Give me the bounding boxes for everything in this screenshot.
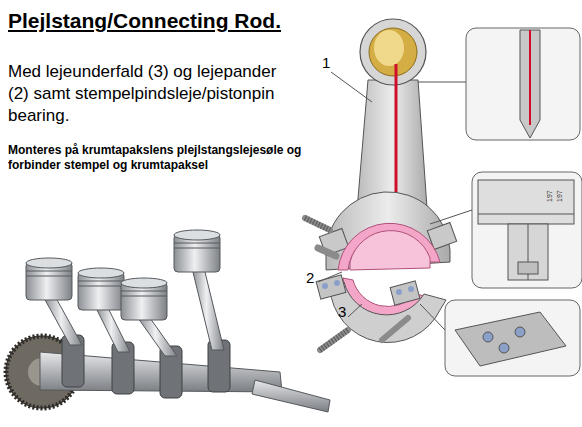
- rod-bolts: [382, 318, 408, 340]
- detail-inset: [520, 30, 540, 138]
- detail-inset: [445, 28, 582, 376]
- crankshaft-illustration: [252, 380, 330, 412]
- leader-lines: [318, 72, 472, 330]
- detail-inset: [483, 332, 493, 342]
- leader-lines: [348, 304, 362, 317]
- pistons: [26, 258, 72, 268]
- bearing-cap: [316, 275, 446, 343]
- piston-rods: [138, 318, 177, 356]
- leader-lines: [418, 82, 466, 83]
- callout-number: 1: [322, 54, 330, 72]
- rod-bolts: [320, 330, 348, 350]
- detail-inset: [499, 343, 509, 353]
- bearing-cap: [316, 275, 346, 299]
- rod-bolts: [305, 218, 408, 350]
- pistons: [78, 286, 124, 287]
- connecting-rod: [360, 19, 426, 85]
- pistons: [174, 248, 220, 249]
- bearing-cap: [408, 286, 414, 292]
- detail-inset: [518, 262, 538, 274]
- pistons: [78, 268, 124, 310]
- detail-inset: [455, 312, 566, 366]
- piston-rods: [44, 298, 82, 345]
- rod-bolts: [318, 248, 336, 256]
- detail-inset: [529, 30, 531, 125]
- pistons: [78, 281, 124, 282]
- description-text: Med lejeunderfald (3) og lejepander (2) …: [8, 61, 280, 127]
- pistons: [26, 230, 220, 320]
- leader-lines: [430, 210, 472, 224]
- callout-number: 3: [338, 303, 346, 321]
- part-marking: 197: [546, 190, 554, 202]
- bearing-cap: [390, 281, 420, 305]
- bearing-shell: [338, 223, 440, 270]
- detail-inset: [445, 300, 580, 376]
- pistons: [78, 268, 124, 278]
- connecting-rod: [319, 19, 456, 270]
- bearing-cap: [396, 289, 402, 295]
- page-title: Plejlstang/Connecting Rod.: [8, 8, 281, 33]
- leader-lines: [420, 304, 445, 330]
- detail-inset: [466, 28, 580, 140]
- pistons: [121, 278, 167, 320]
- pistons: [26, 271, 72, 272]
- piston-rods: [192, 268, 224, 350]
- rod-bolts: [320, 330, 348, 350]
- pistons: [121, 291, 167, 292]
- pistons: [26, 276, 72, 277]
- rod-bolts: [305, 218, 330, 230]
- detail-inset: [515, 327, 525, 337]
- pistons: [121, 278, 167, 288]
- detail-inset: [508, 224, 548, 280]
- callout-number: 2: [306, 269, 314, 287]
- detail-inset: [472, 172, 582, 288]
- detail-inset: [478, 214, 574, 215]
- pistons: [121, 296, 167, 297]
- note-text: Monteres på krumtapakslens plejlstangsle…: [8, 143, 320, 173]
- bearing-shell: [350, 231, 430, 270]
- pistons: [26, 258, 72, 300]
- bearing-cap: [322, 283, 328, 289]
- pistons: [174, 230, 220, 272]
- detail-inset: [478, 180, 574, 224]
- rod-bolts: [305, 218, 330, 230]
- pistons: [174, 230, 220, 240]
- connecting-rod: [369, 28, 417, 76]
- leader-lines: [318, 272, 342, 282]
- leader-lines: [331, 72, 372, 102]
- pistons: [174, 243, 220, 244]
- bearing-cap: [334, 280, 340, 286]
- part-marking: 197: [556, 190, 564, 202]
- connecting-rod: [374, 30, 404, 66]
